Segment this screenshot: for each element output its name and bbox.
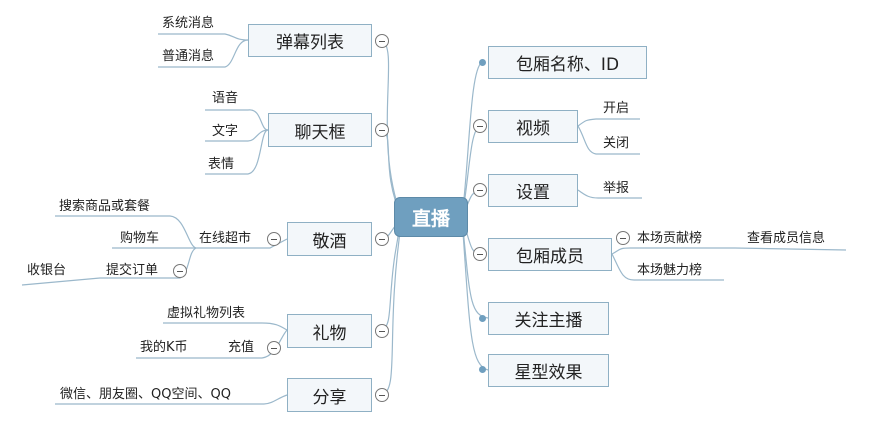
endpoint-follow-dot [479,315,486,322]
leaf-charm-rank: 本场魅力榜 [637,263,703,278]
collapse-market-icon[interactable] [267,232,281,246]
leaf-cashier: 收银台 [27,263,67,278]
collapse-recharge-icon[interactable] [267,341,281,355]
collapse-members-icon[interactable] [473,247,487,261]
collapse-contrib-icon[interactable] [616,231,630,245]
root-node[interactable]: 直播 [394,197,468,237]
leaf-text: 文字 [212,124,239,139]
leaf-voice: 语音 [212,91,239,106]
leaf-my-kcoin: 我的K币 [140,340,188,355]
leaf-online-market: 在线超市 [199,231,252,246]
leaf-emoji: 表情 [208,157,235,172]
leaf-system-msg: 系统消息 [162,16,215,31]
node-share[interactable]: 分享 [287,378,372,412]
node-toast[interactable]: 敬酒 [287,222,372,256]
endpoint-effect-dot [479,366,486,373]
node-room-members[interactable]: 包厢成员 [488,238,612,271]
leaf-cart: 购物车 [120,231,160,246]
collapse-share-icon[interactable] [375,388,389,402]
leaf-video-off: 关闭 [603,136,630,151]
node-gift[interactable]: 礼物 [287,314,372,348]
endpoint-room-dot [479,59,486,66]
collapse-chat-icon[interactable] [375,123,389,137]
leaf-video-on: 开启 [603,101,630,116]
leaf-recharge: 充值 [228,340,255,355]
node-settings[interactable]: 设置 [488,174,578,207]
leaf-virtual-gift-list: 虚拟礼物列表 [167,306,246,321]
leaf-normal-msg: 普通消息 [162,49,215,64]
collapse-danmu-icon[interactable] [375,34,389,48]
leaf-submit-order: 提交订单 [106,263,159,278]
node-danmu-list[interactable]: 弹幕列表 [248,24,372,57]
collapse-gift-icon[interactable] [375,324,389,338]
node-star-effect[interactable]: 星型效果 [488,354,609,387]
leaf-share-targets: 微信、朋友圈、QQ空间、QQ [60,387,231,402]
node-video[interactable]: 视频 [488,110,578,143]
collapse-settings-icon[interactable] [473,183,487,197]
leaf-view-member-info: 查看成员信息 [747,231,826,246]
collapse-submit-icon[interactable] [173,264,187,278]
leaf-contrib-rank: 本场贡献榜 [637,231,703,246]
node-room-name-id[interactable]: 包厢名称、ID [488,46,647,79]
collapse-video-icon[interactable] [473,119,487,133]
node-follow-host[interactable]: 关注主播 [488,302,609,335]
leaf-report: 举报 [603,181,630,196]
collapse-toast-icon[interactable] [375,232,389,246]
node-chat-box[interactable]: 聊天框 [268,113,372,147]
leaf-search-goods: 搜索商品或套餐 [59,199,151,214]
